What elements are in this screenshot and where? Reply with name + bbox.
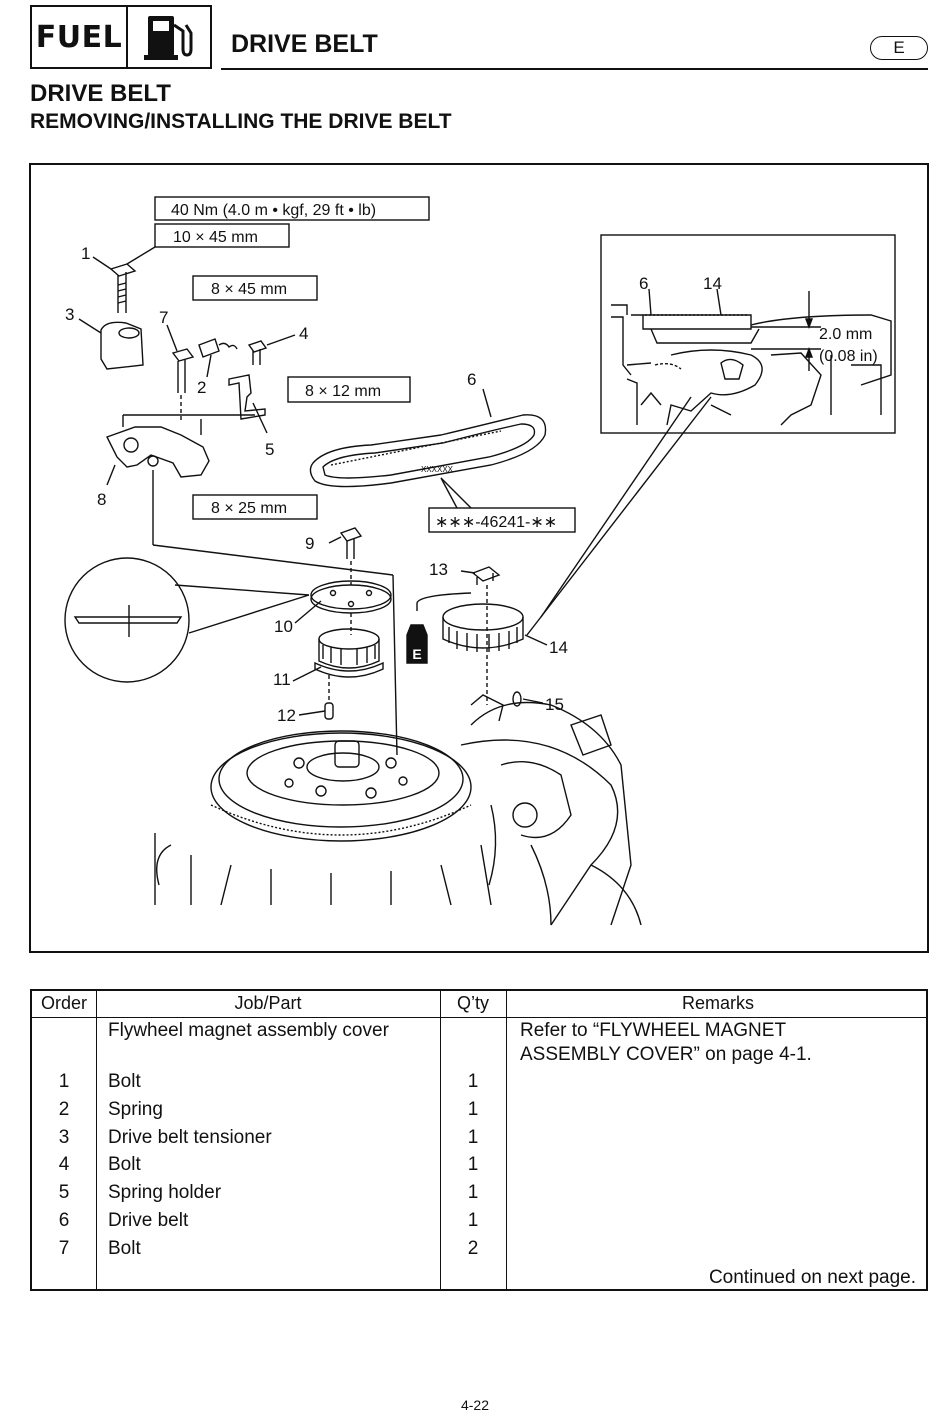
- callout-15: 15: [545, 695, 564, 714]
- callout-8: 8: [97, 490, 106, 509]
- size-text-1: 10 × 45 mm: [173, 229, 258, 246]
- table-row-job: Spring holder: [108, 1182, 222, 1203]
- exploded-diagram-svg: E 40 Nm (4.0 m • kgf, 29 ft • lb) 10 × 4…: [64, 196, 896, 926]
- table-row-remarks: Refer to “FLYWHEEL MAGNET: [520, 1020, 787, 1041]
- tensioner-arm-8-drawing: [106, 414, 398, 756]
- size-text-9: 8 × 25 mm: [211, 500, 287, 517]
- table-row-job: Drive belt: [108, 1210, 189, 1231]
- belt-profile-inset: [64, 557, 310, 683]
- size-text-4: 8 × 12 mm: [305, 383, 381, 400]
- bolt-9-drawing: [339, 527, 363, 585]
- key-15-drawing: [512, 691, 522, 707]
- table-row-order: 6: [58, 1210, 70, 1231]
- table-row-job: Drive belt tensioner: [108, 1127, 272, 1148]
- callout-2: 2: [197, 378, 206, 397]
- callout-12: 12: [277, 706, 296, 725]
- callout-9: 9: [305, 534, 314, 553]
- callout-leaders: [78, 256, 722, 716]
- callout-3: 3: [65, 305, 74, 324]
- spring-holder-5-drawing: [228, 374, 266, 420]
- size-box-1: [154, 223, 290, 248]
- table-row-order: 1: [58, 1071, 70, 1092]
- table-row-order: 7: [58, 1238, 70, 1259]
- size-box-4: [287, 376, 411, 403]
- inset-callout-6: 6: [639, 274, 648, 293]
- size-text-7: 8 × 45 mm: [211, 281, 287, 298]
- oil-can-icon: [406, 624, 428, 664]
- tensioner-3-drawing: [100, 321, 144, 370]
- parts-table: Order Job/Part Q’ty Remarks Flywheel mag…: [30, 989, 928, 1291]
- callout-1: 1: [81, 244, 90, 263]
- table-divider: [96, 991, 97, 1289]
- callout-6: 6: [467, 370, 476, 389]
- plate-10-drawing: [310, 580, 392, 635]
- table-row-qty: 1: [467, 1210, 479, 1231]
- inset-callout-14: 14: [703, 274, 722, 293]
- nut-13-drawing: [416, 566, 501, 705]
- header-order: Order: [40, 993, 87, 1013]
- callout-7: 7: [159, 308, 168, 327]
- table-row-job: Bolt: [108, 1071, 141, 1092]
- table-row-qty: 1: [467, 1182, 479, 1203]
- table-row-order: 5: [58, 1182, 70, 1203]
- language-badge: E: [870, 36, 928, 60]
- bolt-1-drawing: [109, 246, 156, 313]
- page-subtitle: REMOVING/INSTALLING THE DRIVE BELT: [30, 110, 452, 133]
- section-tab: FUEL: [30, 5, 212, 69]
- size-box-9: [192, 494, 318, 520]
- torque-spec-box: [154, 196, 430, 221]
- callout-10: 10: [274, 617, 293, 636]
- bolt-7-drawing: [171, 348, 195, 420]
- belt-marking-text: XXXXXX: [421, 465, 454, 474]
- gap-in-text: (0.08 in): [819, 348, 878, 365]
- table-header-rule: [32, 1017, 926, 1018]
- table-row-qty: 2: [467, 1238, 479, 1259]
- section-label: FUEL: [32, 7, 128, 67]
- table-row-order: 2: [58, 1099, 70, 1120]
- callout-14: 14: [549, 638, 568, 657]
- fuel-pump-icon: [128, 7, 210, 67]
- table-row-job: Flywheel magnet assembly cover: [108, 1020, 389, 1041]
- belt-deflection-inset: [600, 234, 896, 434]
- pulley-11-drawing: [314, 628, 384, 678]
- table-row-job: Bolt: [108, 1154, 141, 1175]
- header-qty: Q’ty: [456, 993, 489, 1013]
- bolt-4-drawing: [247, 340, 268, 365]
- page-number: 4-22: [460, 1397, 490, 1413]
- exploded-diagram: E 40 Nm (4.0 m • kgf, 29 ft • lb) 10 × 4…: [29, 163, 929, 953]
- header-job: Job/Part: [234, 993, 302, 1013]
- table-row-qty: 1: [467, 1099, 479, 1120]
- table-row-remarks: ASSEMBLY COVER” on page 4-1.: [520, 1044, 812, 1065]
- engine-flywheel-drawing: [154, 694, 642, 926]
- header-title: DRIVE BELT: [231, 30, 378, 58]
- table-row-order: 3: [58, 1127, 70, 1148]
- table-row-qty: 1: [467, 1154, 479, 1175]
- header-rule: [221, 68, 928, 70]
- header-remarks: Remarks: [681, 993, 754, 1013]
- table-row-order: 4: [58, 1154, 70, 1175]
- table-row-job: Spring: [108, 1099, 163, 1120]
- pin-12-drawing: [324, 675, 334, 720]
- table-row-job: Bolt: [108, 1238, 141, 1259]
- oil-symbol: E: [412, 646, 421, 662]
- size-box-7: [192, 275, 318, 301]
- torque-spec-text: 40 Nm (4.0 m • kgf, 29 ft • lb): [171, 202, 376, 219]
- drive-belt-6-drawing: [309, 414, 547, 509]
- table-row-qty: 1: [467, 1127, 479, 1148]
- callout-4: 4: [299, 324, 308, 343]
- page-title: DRIVE BELT: [30, 80, 171, 107]
- gap-mm-text: 2.0 mm: [819, 326, 872, 343]
- callout-13: 13: [429, 560, 448, 579]
- continued-note: Continued on next page.: [708, 1267, 916, 1288]
- part-number-box: [428, 507, 576, 533]
- table-divider: [440, 991, 441, 1289]
- callout-5: 5: [265, 440, 274, 459]
- spring-2-drawing: [198, 338, 238, 358]
- table-row-qty: 1: [467, 1071, 479, 1092]
- part-number-text: ∗∗∗-46241-∗∗: [435, 514, 557, 531]
- callout-11: 11: [273, 670, 291, 689]
- table-divider: [506, 991, 507, 1289]
